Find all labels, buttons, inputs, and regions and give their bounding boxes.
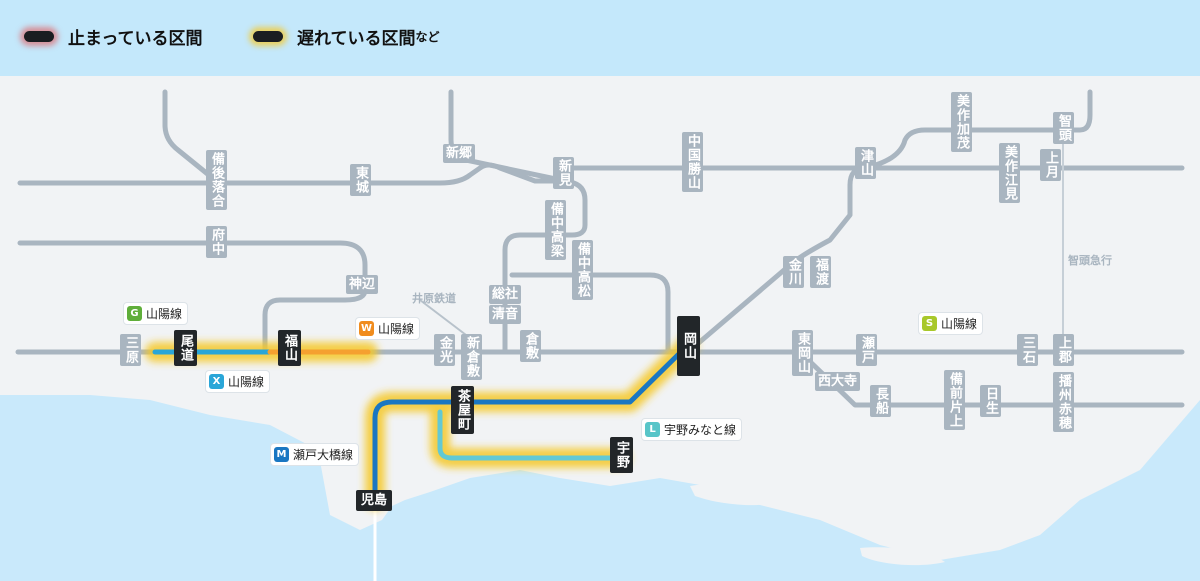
inbi-line — [862, 89, 1093, 171]
station-bichu-takahashi[interactable]: 備中高梁 — [545, 200, 566, 260]
station-okayama[interactable]: 岡山 — [677, 316, 700, 376]
station-mimasaka-ebami[interactable]: 美作江見 — [999, 143, 1020, 203]
station-mimasaka-kamo[interactable]: 美作加茂 — [951, 92, 972, 152]
badge-w-label: 山陽線 — [378, 322, 415, 336]
station-bizen-katakami[interactable]: 備前片上 — [944, 370, 965, 430]
station-banshu-ako[interactable]: 播州赤穂 — [1053, 372, 1074, 432]
land-mass — [0, 76, 1200, 560]
line-m-icon: M — [274, 447, 289, 462]
line-x-icon: X — [209, 374, 224, 389]
fukuen-line-2 — [17, 240, 368, 353]
badge-m-label: 瀬戸大橋線 — [293, 448, 354, 462]
station-kanko[interactable]: 金光 — [434, 334, 455, 366]
stopped-swatch-icon — [24, 31, 54, 42]
station-onomichi[interactable]: 尾道 — [174, 330, 197, 366]
line-w-icon: W — [359, 321, 374, 336]
station-mitsuishi[interactable]: 三石 — [1017, 334, 1038, 366]
station-fukuwatari[interactable]: 福渡 — [810, 256, 831, 288]
station-fukuyama[interactable]: 福山 — [278, 330, 301, 366]
badge-s-label: 山陽線 — [941, 317, 978, 331]
badge-l-uno-minato[interactable]: L 宇野みなと線 — [641, 418, 743, 441]
station-kanagawa[interactable]: 金川 — [783, 256, 804, 288]
station-kojima[interactable]: 児島 — [356, 490, 393, 511]
kibi-line — [509, 272, 671, 355]
station-higashi-okayama[interactable]: 東岡山 — [792, 330, 813, 376]
station-niimi[interactable]: 新見 — [553, 157, 574, 189]
station-kiyone[interactable]: 清音 — [489, 305, 522, 324]
island — [690, 484, 775, 506]
ibara-line-label: 井原鉄道 — [412, 292, 456, 305]
station-bingo-ochiai[interactable]: 備後落合 — [206, 150, 227, 210]
badge-g-sanyo[interactable]: G 山陽線 — [123, 302, 189, 325]
delayed-swatch-icon — [253, 31, 283, 42]
station-saidaiji[interactable]: 西大寺 — [815, 372, 861, 391]
station-soja[interactable]: 総社 — [489, 285, 522, 304]
station-seto[interactable]: 瀬戸 — [856, 334, 877, 366]
line-g-icon: G — [127, 306, 142, 321]
station-chayamachi[interactable]: 茶屋町 — [451, 386, 474, 434]
legend-stopped: 止まっている区間 — [24, 24, 202, 49]
station-chizu[interactable]: 智頭 — [1053, 112, 1074, 144]
station-osafune[interactable]: 長船 — [870, 385, 891, 417]
island — [860, 547, 945, 566]
station-niisato[interactable]: 新郷 — [443, 144, 476, 163]
badge-l-label: 宇野みなと線 — [664, 423, 737, 437]
uno-line — [437, 409, 623, 461]
station-shinkurashiki[interactable]: 新倉敷 — [461, 334, 482, 380]
station-hinase[interactable]: 日生 — [980, 385, 1001, 417]
station-kurashiki[interactable]: 倉敷 — [520, 330, 541, 362]
station-mihara[interactable]: 三原 — [120, 334, 141, 366]
legend-delayed-suffix: など — [415, 30, 440, 44]
line-s-icon: S — [922, 316, 937, 331]
station-chugoku-katsuyama[interactable]: 中国勝山 — [682, 132, 703, 192]
station-fuchu[interactable]: 府中 — [206, 226, 227, 258]
chizu-kyuko-label: 智頭急行 — [1068, 254, 1112, 267]
badge-m-seto-ohashi[interactable]: M 瀬戸大橋線 — [270, 443, 360, 466]
line-l-icon: L — [645, 422, 660, 437]
badge-g-label: 山陽線 — [146, 307, 183, 321]
legend-delayed: 遅れている区間 など — [253, 24, 440, 49]
badge-x-sanyo[interactable]: X 山陽線 — [205, 370, 271, 393]
legend-bar: 止まっている区間 遅れている区間 など — [0, 0, 1200, 76]
station-bichu-takamatsu[interactable]: 備中高松 — [572, 240, 593, 300]
station-higashi-jo[interactable]: 東城 — [350, 164, 371, 196]
ibara-line — [419, 299, 471, 339]
station-uno[interactable]: 宇野 — [610, 437, 633, 473]
legend-delayed-label: 遅れている区間 — [297, 29, 416, 49]
station-tsuyama[interactable]: 津山 — [855, 147, 876, 179]
legend-stopped-label: 止まっている区間 — [68, 29, 203, 49]
geibi-line — [162, 89, 218, 183]
badge-x-label: 山陽線 — [228, 375, 265, 389]
badge-w-sanyo[interactable]: W 山陽線 — [355, 317, 421, 340]
badge-s-sanyo[interactable]: S 山陽線 — [918, 312, 984, 335]
station-kamigori[interactable]: 上郡 — [1053, 334, 1074, 366]
station-kamitsuki[interactable]: 上月 — [1040, 149, 1061, 181]
station-kannabe[interactable]: 神辺 — [346, 275, 379, 294]
seto-ohashi-line — [372, 342, 691, 503]
